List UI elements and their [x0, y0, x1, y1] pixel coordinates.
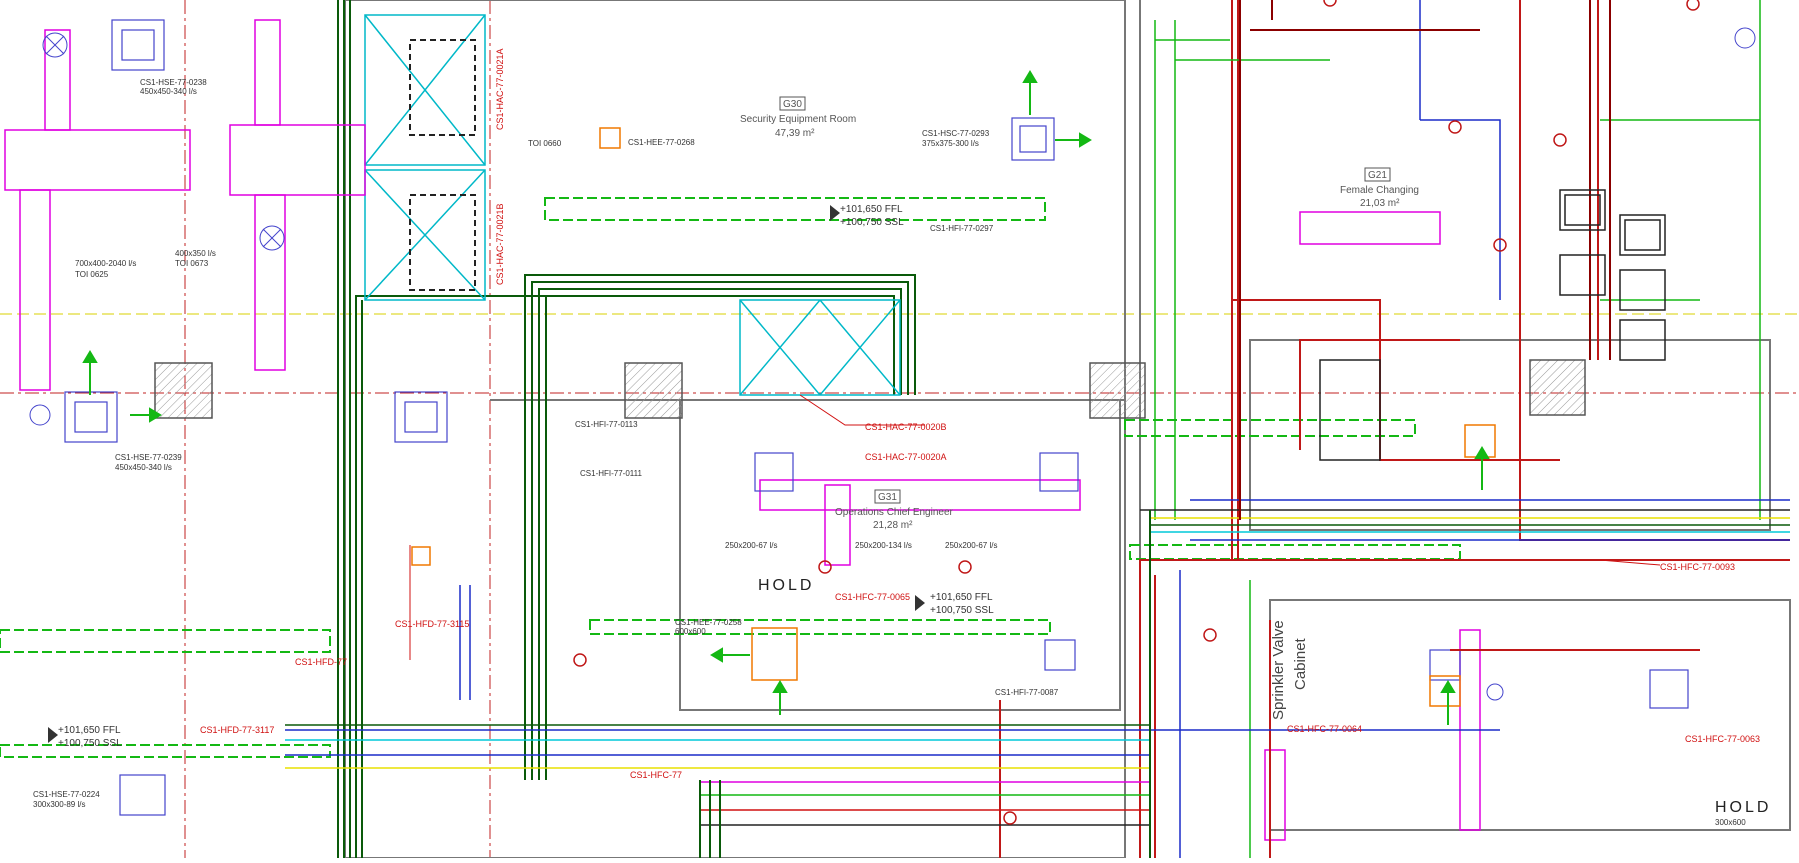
- room-area: 47,39 m²: [775, 128, 815, 139]
- ssl-label: +100,750 SSL: [930, 605, 994, 616]
- tag-hfd-077: CS1-HFD-77: [295, 657, 347, 667]
- level-marker-2: +101,650 FFL +100,750 SSL: [915, 592, 994, 616]
- duct-size-2: 450x450-340 l/s: [115, 463, 172, 472]
- level-marker-1: +101,650 FFL +100,750 SSL: [830, 204, 904, 228]
- sprinkler-valve-label: Sprinkler Valve: [1270, 620, 1287, 720]
- ffl-label: +101,650 FFL: [930, 592, 993, 603]
- duct-tag-7: CS1-HSE-77-0224: [33, 790, 100, 799]
- duct-tag-8: CS1-HFI-77-0087: [995, 688, 1059, 697]
- tag-hac-0021a: CS1-HAC-77-0021A: [495, 48, 505, 130]
- blue-pipework: [285, 0, 1790, 858]
- ssl-label: +100,750 SSL: [840, 217, 904, 228]
- size-label-1: 250x200-67 l/s: [725, 541, 777, 550]
- size-label-3: 250x200-67 l/s: [945, 541, 997, 550]
- columns: [154, 359, 1586, 419]
- room-name: Security Equipment Room: [740, 114, 856, 125]
- round-diffusers: [29, 27, 1756, 701]
- size-label-6: 700x400-2040 l/s: [75, 259, 136, 268]
- duct-tag-10: CS1-HFI-77-0111: [580, 469, 643, 478]
- red-pipework: [999, 0, 1790, 858]
- room-area: 21,03 m²: [1360, 198, 1400, 209]
- right-equipment: [1319, 189, 1666, 461]
- tag-hfc-0064: CS1-HFC-77-0064: [1287, 724, 1362, 734]
- cabinet-label: Cabinet: [1292, 637, 1309, 690]
- tag-hfd-3117: CS1-HFD-77-3117: [200, 725, 274, 735]
- duct-size-4: 375x375-300 l/s: [922, 139, 979, 148]
- duct-size-1: 450x450-340 l/s: [140, 87, 197, 96]
- tag-hfc-0065: CS1-HFC-77-0065: [835, 592, 910, 602]
- room-name: Operations Chief Engineer: [835, 507, 954, 518]
- ffl-label: +101,650 FFL: [840, 204, 903, 215]
- toi-label-1: TOI 0625: [75, 270, 109, 279]
- duct-tag-3: CS1-HEE-77-0268: [628, 138, 695, 147]
- tag-hac-0020b: CS1-HAC-77-0020B: [865, 422, 947, 432]
- tag-hfc-077: CS1-HFC-77: [630, 770, 682, 780]
- level-marker-3: +101,650 FFL +100,750 SSL: [48, 725, 122, 749]
- size-label-4: 300x600: [1715, 818, 1746, 827]
- tag-hfd-3115: CS1-HFD-77-3115: [395, 619, 469, 629]
- diffusers: [64, 19, 1689, 816]
- hold-center: HOLD: [758, 577, 814, 594]
- hold-right: HOLD: [1715, 799, 1771, 816]
- duct-tag-5: CS1-HFI-77-0297: [930, 224, 994, 233]
- duct-tag-1: CS1-HSE-77-0238: [140, 78, 207, 87]
- room-area: 21,28 m²: [873, 520, 913, 531]
- magenta-ducts: [4, 19, 1481, 841]
- ahu-units: [364, 14, 901, 396]
- multi-service-band: [285, 509, 1790, 826]
- room-g21: G21 Female Changing 21,03 m²: [1340, 167, 1419, 209]
- ffl-label: +101,650 FFL: [58, 725, 121, 736]
- tag-hfc-0063: CS1-HFC-77-0063: [1685, 734, 1760, 744]
- dark-green-verticals: [699, 510, 1151, 858]
- room-g30: G30 Security Equipment Room 47,39 m²: [740, 96, 856, 139]
- green-vertical-trunk: [337, 0, 690, 858]
- green-rectangle-trunk: [524, 274, 916, 780]
- dark-red-risers: [1239, 0, 1611, 520]
- size-label-2: 250x200-134 l/s: [855, 541, 912, 550]
- room-code: G31: [878, 492, 897, 503]
- tag-hac-0021b: CS1-HAC-77-0021B: [495, 203, 505, 285]
- orange-grilles: [411, 127, 1496, 707]
- valve-symbols: [573, 0, 1700, 825]
- duct-size-7: 300x300-89 l/s: [33, 800, 85, 809]
- room-code: G30: [783, 99, 802, 110]
- ahu-frames: [409, 39, 476, 291]
- duct-tag-6: CS1-HEE-77-0258: [675, 618, 742, 627]
- toi-label-3: TOI 0660: [528, 139, 562, 148]
- tag-hfc-0093: CS1-HFC-77-0093: [1660, 562, 1735, 572]
- ssl-label: +100,750 SSL: [58, 738, 122, 749]
- leader-lines: [409, 394, 1661, 660]
- duct-size-6: 600x600: [675, 627, 706, 636]
- airflow-arrows: [82, 70, 1490, 725]
- tag-hac-0020a: CS1-HAC-77-0020A: [865, 452, 947, 462]
- duct-tag-9: CS1-HFI-77-0113: [575, 420, 638, 429]
- room-code: G21: [1368, 170, 1387, 181]
- duct-tag-2: CS1-HSE-77-0239: [115, 453, 182, 462]
- size-label-5: 400x350 l/s: [175, 249, 216, 258]
- toi-label-2: TOI 0673: [175, 259, 209, 268]
- room-g31: G31 Operations Chief Engineer 21,28 m²: [835, 489, 954, 531]
- green-pipework: [1154, 0, 1761, 858]
- duct-tag-4: CS1-HSC-77-0293: [922, 129, 990, 138]
- room-name: Female Changing: [1340, 185, 1419, 196]
